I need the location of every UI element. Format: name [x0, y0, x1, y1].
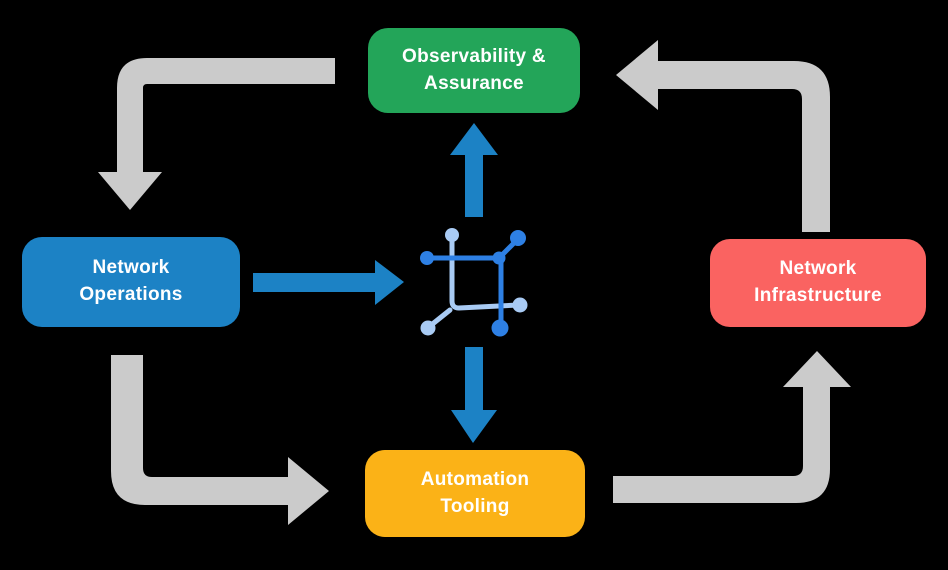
node-network-operations: Network Operations	[22, 237, 240, 327]
arrow-operations-to-hub	[253, 260, 404, 305]
network-hub-icon	[420, 228, 528, 337]
hub-dark-node-left	[420, 251, 434, 265]
node-label: Network Infrastructure	[754, 258, 882, 306]
hub-dark-node-topright	[510, 230, 526, 246]
node-observability-assurance: Observability & Assurance	[368, 28, 580, 113]
arrow-hub-to-tooling	[451, 347, 497, 443]
arrow-operations-to-tooling	[111, 355, 329, 525]
node-network-infrastructure: Network Infrastructure	[710, 239, 926, 327]
hub-light-node-top	[445, 228, 459, 242]
node-label: Network Operations	[79, 257, 183, 305]
node-label: Observability & Assurance	[402, 45, 546, 94]
hub-light-node-bottomleft	[420, 320, 436, 336]
hub-dark-lines	[424, 255, 504, 327]
arrow-hub-to-observability	[450, 123, 498, 217]
arrow-tooling-to-infrastructure	[613, 351, 851, 503]
hub-dark-node-corner	[492, 251, 506, 265]
hub-light-lines	[449, 232, 522, 311]
node-label: Automation Tooling	[420, 468, 530, 517]
arrow-observability-to-operations	[98, 58, 335, 210]
arrow-infrastructure-to-observability	[616, 40, 830, 232]
hub-light-node-right	[512, 297, 528, 313]
node-automation-tooling: Automation Tooling	[365, 450, 585, 537]
hub-dark-node-bottom	[491, 319, 509, 337]
